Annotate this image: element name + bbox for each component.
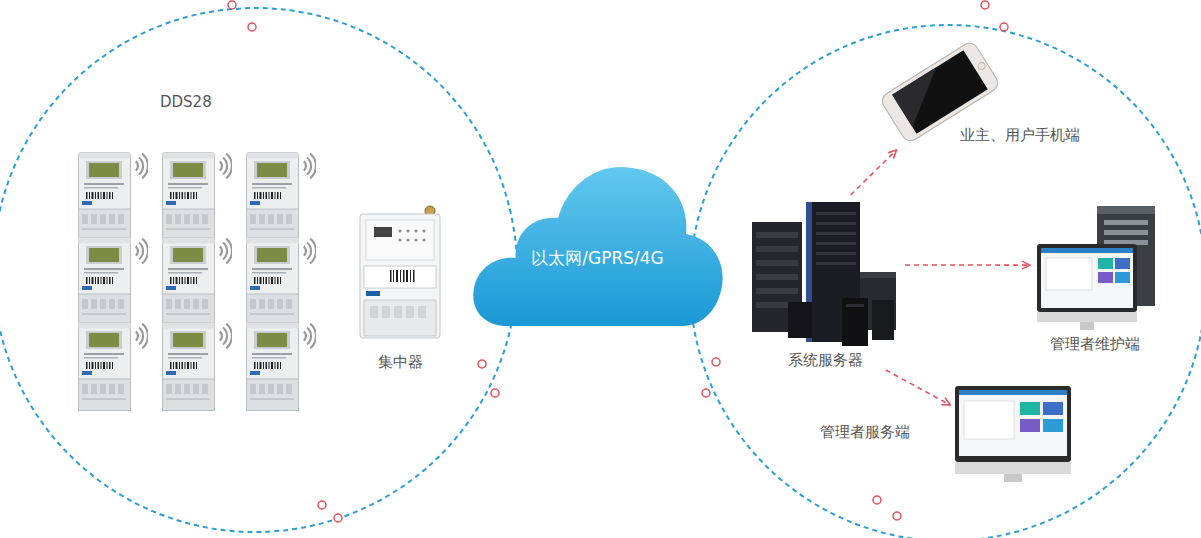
- concentrator: 集中器: [355, 205, 445, 375]
- cloud-outline: [473, 167, 722, 326]
- node-label: 集中器: [355, 352, 445, 372]
- node-label: 管理者服务端: [820, 422, 1080, 442]
- dashed-arrow: [886, 370, 950, 405]
- service-client: 管理者服务端: [815, 405, 1075, 480]
- network-cloud: 以太网/GPRS/4G: [470, 148, 725, 333]
- monitor-with-server: [1037, 206, 1155, 330]
- network-label: 以太网/GPRS/4G: [470, 248, 725, 268]
- node-label: 管理者维护端: [1030, 334, 1160, 354]
- node-label: DDS28: [160, 92, 395, 112]
- ring-dots: [228, 1, 1008, 522]
- monitor: [955, 386, 1071, 482]
- concentrator-device: [360, 206, 440, 338]
- maintenance-client: 管理者维护端: [1030, 200, 1160, 355]
- system-server: 系统服务器: [745, 195, 905, 370]
- dashed-arrow: [851, 150, 897, 195]
- mobile-client: 业主、用户手机端: [885, 55, 1115, 150]
- node-label: 系统服务器: [745, 350, 905, 370]
- node-label: 业主、用户手机端: [960, 125, 1190, 145]
- dashed-region: [690, 25, 1201, 538]
- dashed-region: [0, 8, 517, 532]
- cloud-shape: [470, 148, 725, 333]
- dashed-arrow: [905, 264, 1030, 266]
- meter-group: DDS28: [75, 85, 310, 405]
- server-racks: [752, 202, 896, 346]
- meter-grid: [79, 153, 316, 411]
